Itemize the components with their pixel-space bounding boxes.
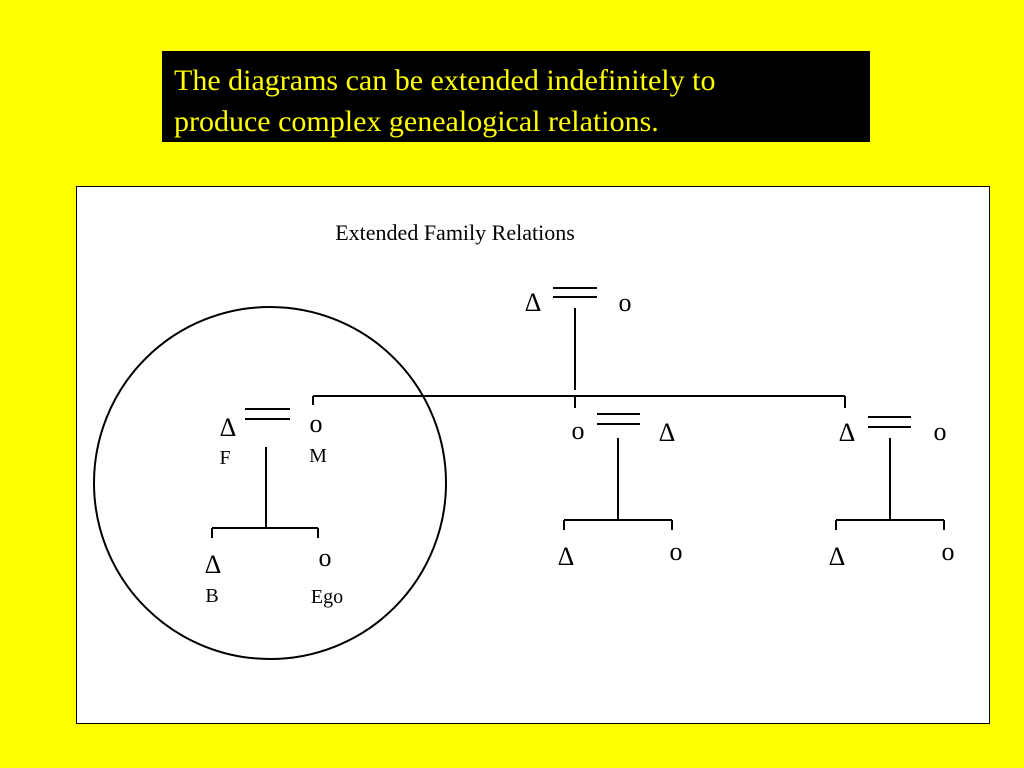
brother-label: B <box>205 585 218 607</box>
middle-child-female-symbol: o <box>670 537 683 566</box>
right-child-female-symbol: o <box>942 537 955 566</box>
title-line-2: produce complex genealogical relations. <box>174 105 659 138</box>
brother-symbol: Δ <box>205 550 222 579</box>
title-box: The diagrams can be extended indefinitel… <box>162 51 870 142</box>
aunt-symbol: o <box>572 416 585 445</box>
right-child-male-symbol: Δ <box>829 542 846 571</box>
uncle-by-marriage-symbol: Δ <box>659 418 676 447</box>
uncle-symbol: Δ <box>839 418 856 447</box>
ego-family-circle <box>93 306 447 660</box>
mother-symbol: o <box>310 409 323 438</box>
father-symbol: Δ <box>220 413 237 442</box>
ego-label: Ego <box>311 586 343 608</box>
ego-symbol: o <box>319 543 332 572</box>
grandmother-symbol: o <box>619 288 632 317</box>
middle-child-male-symbol: Δ <box>558 542 575 571</box>
diagram-panel <box>76 186 990 724</box>
father-label: F <box>219 447 230 469</box>
aunt-by-marriage-symbol: o <box>934 417 947 446</box>
slide-title: The diagrams can be extended indefinitel… <box>174 60 858 142</box>
title-line-1: The diagrams can be extended indefinitel… <box>174 64 716 97</box>
mother-label: M <box>309 445 327 467</box>
diagram-heading: Extended Family Relations <box>335 220 575 245</box>
grandfather-symbol: Δ <box>525 288 542 317</box>
